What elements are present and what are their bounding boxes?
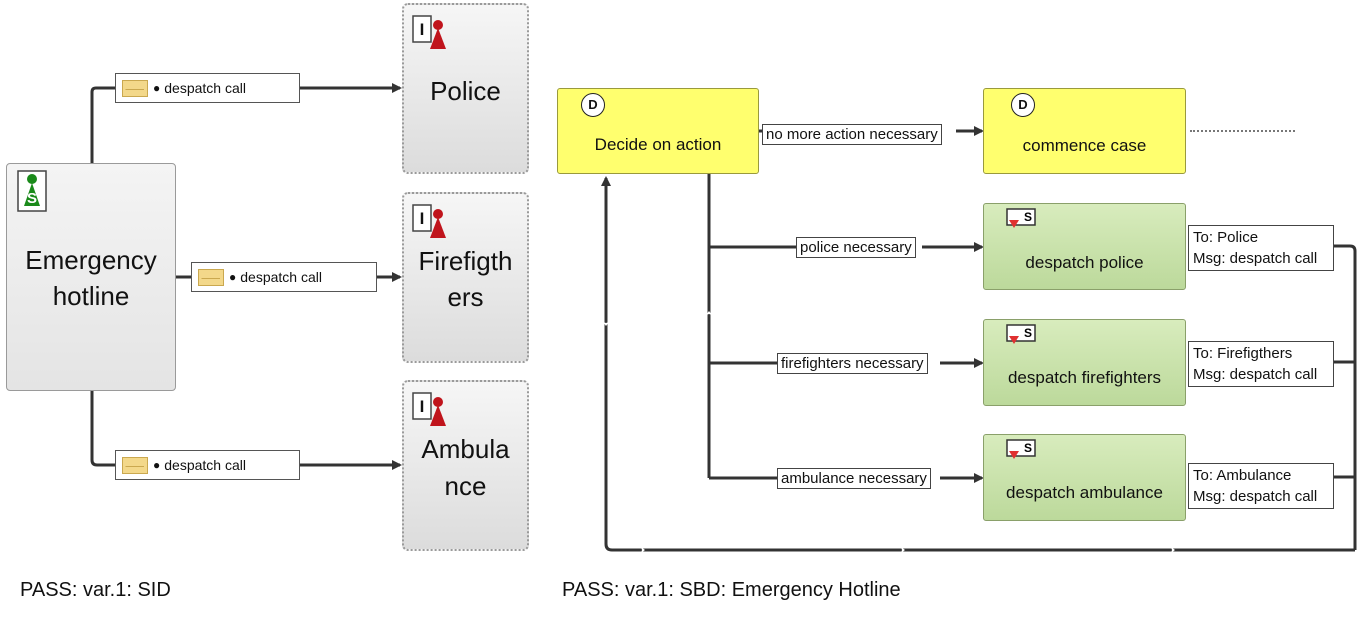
continuation-dots: [1190, 130, 1295, 132]
state-despatch-police[interactable]: S despatch police: [983, 203, 1186, 290]
transition-firefighters-necessary[interactable]: firefighters necessary: [777, 353, 928, 374]
send-message: Msg: despatch call: [1193, 488, 1318, 505]
send-detail-ambulance[interactable]: To: Ambulance Msg: despatch call: [1188, 463, 1334, 509]
svg-text:S: S: [1024, 441, 1032, 455]
sbd-edge-return-police: [1334, 244, 1357, 550]
send-state-icon: S: [1006, 439, 1036, 459]
state-name: despatch firefighters: [1007, 368, 1162, 387]
svg-text:S: S: [1024, 210, 1032, 224]
state-name: Decide on action: [594, 135, 722, 154]
sid-caption: PASS: var.1: SID: [20, 579, 171, 601]
svg-text:I: I: [420, 397, 425, 416]
send-receiver: To: Police: [1193, 229, 1259, 246]
subject-name-line1: Firefigth: [418, 246, 513, 276]
subject-name-line2: ers: [447, 282, 484, 312]
interface-subject-icon: I: [412, 15, 446, 49]
envelope-icon: [122, 456, 148, 474]
svg-text:S: S: [1024, 326, 1032, 340]
transition-police-necessary[interactable]: police necessary: [796, 237, 916, 258]
state-commence-case[interactable]: D commence case: [983, 88, 1186, 174]
subject-name-line1: Police: [430, 76, 501, 106]
state-decide-on-action[interactable]: D Decide on action: [557, 88, 759, 174]
interface-subject-icon: I: [412, 392, 446, 426]
subject-ambulance[interactable]: I Ambula nce: [402, 380, 529, 551]
sid-edge-ambulance: [90, 391, 400, 465]
message-label-firefighters[interactable]: ● despatch call: [191, 262, 377, 292]
subject-police[interactable]: I Police: [402, 3, 529, 174]
message-label-ambulance[interactable]: ● despatch call: [115, 450, 300, 480]
send-detail-police[interactable]: To: Police Msg: despatch call: [1188, 225, 1334, 271]
do-state-badge: D: [1011, 93, 1035, 117]
do-state-badge: D: [581, 93, 605, 117]
subject-name-line2: hotline: [52, 281, 130, 311]
send-receiver: To: Ambulance: [1193, 467, 1292, 484]
send-receiver: To: Firefigthers: [1193, 345, 1293, 362]
transition-no-more-action[interactable]: no more action necessary: [762, 124, 942, 145]
send-message: Msg: despatch call: [1193, 366, 1318, 383]
subject-firefighters[interactable]: I Firefigth ers: [402, 192, 529, 363]
sid-edge-police: [90, 88, 400, 163]
transition-ambulance-necessary[interactable]: ambulance necessary: [777, 468, 931, 489]
send-state-icon: S: [1006, 324, 1036, 344]
state-despatch-firefighters[interactable]: S despatch firefighters: [983, 319, 1186, 406]
svg-text:I: I: [420, 209, 425, 228]
send-state-icon: S: [1006, 208, 1036, 228]
start-subject-icon: S: [17, 170, 47, 212]
envelope-icon: [122, 79, 148, 97]
send-detail-firefighters[interactable]: To: Firefigthers Msg: despatch call: [1188, 341, 1334, 387]
state-name: despatch police: [1025, 253, 1144, 272]
subject-name-line1: Emergency: [25, 245, 157, 275]
state-name: commence case: [1022, 136, 1147, 155]
state-name: despatch ambulance: [1006, 483, 1163, 502]
interface-subject-icon: I: [412, 204, 446, 238]
sbd-edge-return-loop: [601, 176, 1355, 552]
message-name: despatch call: [164, 457, 246, 473]
subject-name-line1: Ambula: [421, 434, 510, 464]
message-name: despatch call: [240, 269, 322, 285]
envelope-icon: [198, 268, 224, 286]
svg-text:I: I: [420, 20, 425, 39]
state-despatch-ambulance[interactable]: S despatch ambulance: [983, 434, 1186, 521]
subject-name-line2: nce: [444, 471, 487, 501]
subject-emergency-hotline[interactable]: S Emergency hotline: [6, 163, 176, 391]
message-label-police[interactable]: ● despatch call: [115, 73, 300, 103]
sbd-caption: PASS: var.1: SBD: Emergency Hotline: [562, 579, 901, 601]
message-name: despatch call: [164, 80, 246, 96]
svg-text:S: S: [27, 190, 37, 207]
send-message: Msg: despatch call: [1193, 250, 1318, 267]
